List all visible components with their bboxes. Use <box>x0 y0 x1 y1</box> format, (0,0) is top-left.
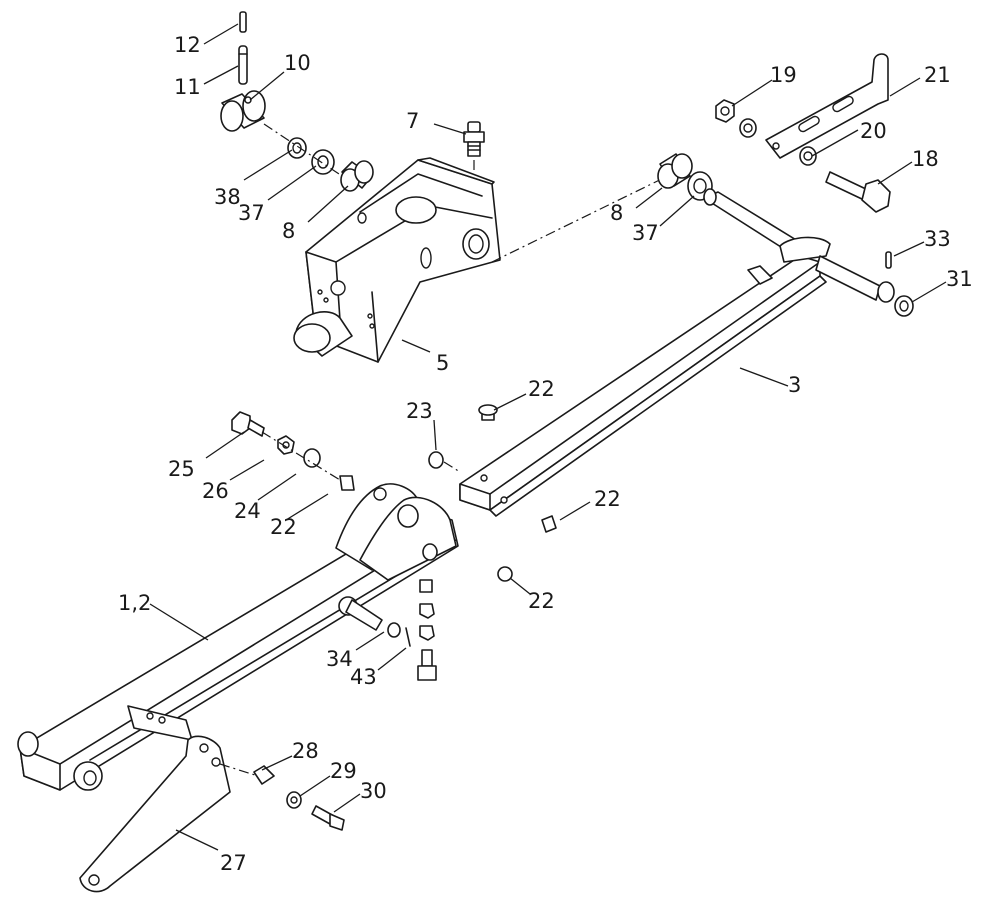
part-25-bolt <box>231 411 265 437</box>
callout-labels: 12 11 10 7 38 37 8 5 19 21 20 18 8 37 33… <box>118 33 973 875</box>
callout-22-left: 22 <box>270 515 297 539</box>
callout-7: 7 <box>406 109 419 133</box>
callout-27: 27 <box>220 851 247 875</box>
part-18-bolt <box>825 171 891 213</box>
part-34-pin <box>338 596 401 638</box>
part-19-nut <box>715 99 735 123</box>
part-20-washer-b <box>799 146 817 166</box>
part-30-screw <box>311 805 345 831</box>
part-1-2-main-frame <box>17 483 459 791</box>
part-33-pin <box>885 251 892 269</box>
part-37-washer <box>311 149 335 175</box>
part-31-washer <box>894 295 914 317</box>
callout-38: 38 <box>214 185 241 209</box>
callout-25: 25 <box>168 457 195 481</box>
callout-29: 29 <box>330 759 357 783</box>
callout-24: 24 <box>234 499 261 523</box>
part-8-spacer-right <box>657 153 693 189</box>
part-11-pin <box>238 45 248 85</box>
callout-20: 20 <box>860 119 887 143</box>
callout-37-left: 37 <box>238 201 265 225</box>
part-24-spacer <box>303 448 321 468</box>
callout-30: 30 <box>360 779 387 803</box>
vertical-fastener-stack <box>417 579 437 681</box>
leader-lines <box>149 23 947 851</box>
part-20-washer <box>739 118 757 138</box>
callout-43: 43 <box>350 665 377 689</box>
part-43-cotter-pin <box>405 627 411 647</box>
callout-18: 18 <box>912 147 939 171</box>
callout-21: 21 <box>924 63 951 87</box>
callout-22-top: 22 <box>528 377 555 401</box>
part-5-mounting-bracket <box>293 157 501 363</box>
callout-8-left: 8 <box>282 219 295 243</box>
part-8-spacer <box>340 160 374 192</box>
part-23-plug <box>428 451 444 469</box>
part-3-arm-tube <box>459 188 895 517</box>
callout-22-lower: 22 <box>528 589 555 613</box>
part-7-grease-fitting <box>463 121 485 157</box>
part-21-bracket-plate <box>765 53 889 159</box>
callout-22-right: 22 <box>594 487 621 511</box>
callout-34: 34 <box>326 647 353 671</box>
part-28-spacer <box>253 765 275 785</box>
callout-19: 19 <box>770 63 797 87</box>
callout-12: 12 <box>174 33 201 57</box>
callout-26: 26 <box>202 479 229 503</box>
callout-8-right: 8 <box>610 201 623 225</box>
callout-3: 3 <box>788 373 801 397</box>
callout-10: 10 <box>284 51 311 75</box>
callout-31: 31 <box>946 267 973 291</box>
part-22-cap-top <box>478 404 498 421</box>
callout-37-right: 37 <box>632 221 659 245</box>
part-27-link-plate <box>79 735 231 893</box>
callout-5: 5 <box>436 351 449 375</box>
callout-23: 23 <box>406 399 433 423</box>
part-26-nut <box>277 435 295 455</box>
part-22-cap-left <box>339 475 355 491</box>
part-12-pin <box>239 11 247 33</box>
callout-33: 33 <box>924 227 951 251</box>
callout-11: 11 <box>174 75 201 99</box>
callout-1-2: 1,2 <box>118 591 151 615</box>
part-22-cap-lower <box>497 566 513 582</box>
part-38-washer <box>287 137 307 159</box>
callout-28: 28 <box>292 739 319 763</box>
part-29-washer <box>286 791 302 809</box>
part-10-bushing <box>220 90 266 132</box>
part-22-cap-right <box>541 515 557 533</box>
